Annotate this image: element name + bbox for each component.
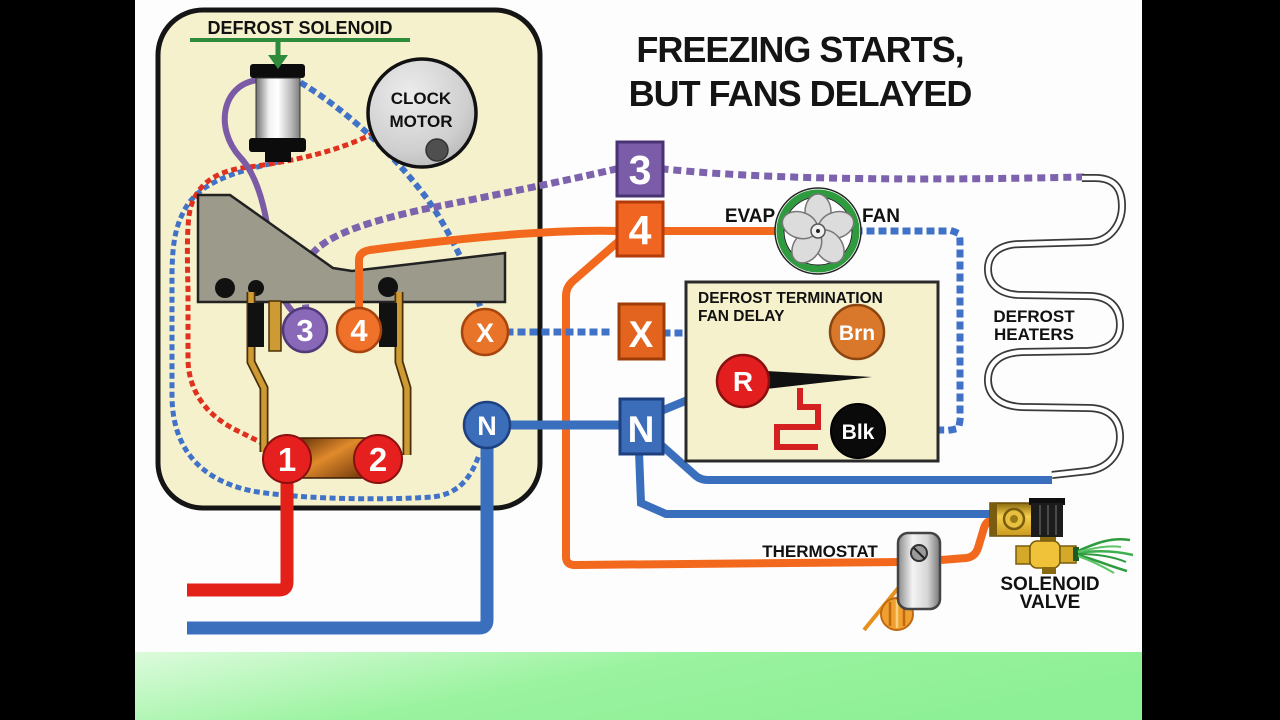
bus-terminal-n: N <box>618 397 665 456</box>
svg-text:3: 3 <box>296 313 313 348</box>
blue-valve-return-wire <box>635 451 991 518</box>
green-arrow-head-icon <box>268 55 288 69</box>
dotted-blue-fan-to-blk-wire <box>854 227 964 434</box>
evap-label: EVAP <box>725 206 776 227</box>
orange-terminal4-wire <box>355 226 619 309</box>
fan-delay-title-line1: DEFROST TERMINATION <box>698 290 883 307</box>
svg-text:X: X <box>476 318 494 348</box>
terminal-1-circle: 1 <box>262 434 312 484</box>
fan-label: FAN <box>862 206 900 227</box>
r-terminal-circle: R <box>715 353 771 409</box>
defrost-solenoid-label: DEFROST SOLENOID <box>207 18 392 38</box>
clock-motor-label-line2: MOTOR <box>390 112 453 131</box>
defrost-heaters-label-line1: DEFROST <box>993 307 1075 326</box>
svg-text:N: N <box>628 409 655 450</box>
svg-text:N: N <box>477 411 497 441</box>
contact-block-right <box>379 303 397 347</box>
svg-text:2: 2 <box>369 441 387 478</box>
cam-pivot-dot <box>215 278 235 298</box>
solenoid-valve-label-line1: SOLENOID <box>1000 574 1099 595</box>
contact-arm-right <box>396 292 410 455</box>
terminal-x-circle: X <box>460 307 510 357</box>
svg-text:X: X <box>629 314 654 355</box>
svg-text:1: 1 <box>278 441 296 478</box>
bottom-green-band <box>135 652 1142 720</box>
brn-terminal-circle: Brn <box>828 303 886 361</box>
cam-pivot-dot <box>378 277 398 297</box>
defrost-heaters-label-line2: HEATERS <box>994 325 1074 344</box>
svg-text:3: 3 <box>629 147 652 193</box>
dotted-red-motor-loop-wire <box>184 130 376 451</box>
defrost-solenoid-icon <box>249 64 306 162</box>
bus-terminal-3: 3 <box>615 140 665 198</box>
terminal-3-circle: 3 <box>281 306 329 354</box>
thermostat-icon <box>862 531 942 632</box>
svg-text:Brn: Brn <box>839 322 875 345</box>
svg-text:4: 4 <box>629 207 652 253</box>
terminal-4-circle: 4 <box>335 306 383 354</box>
bus-terminal-4: 4 <box>615 200 665 258</box>
svg-text:Blk: Blk <box>842 421 875 444</box>
terminal-n-circle: N <box>462 400 512 450</box>
clock-motor-icon <box>366 57 478 169</box>
bus-terminal-x: X <box>617 302 666 361</box>
dotted-purple-terminal3-wire <box>300 164 621 313</box>
blue-neutral-wire <box>187 445 494 635</box>
svg-text:R: R <box>733 366 753 397</box>
defrost-heater-coil-icon <box>983 174 1127 479</box>
clock-motor-label-line1: CLOCK <box>391 89 452 108</box>
svg-text:4: 4 <box>350 313 368 348</box>
thermostat-label: THERMOSTAT <box>762 542 878 561</box>
fan-delay-title-line2: FAN DELAY <box>698 308 785 325</box>
contact-block-left <box>248 303 264 347</box>
dotted-blue-neutral-loop-wire <box>169 158 484 502</box>
relay-needle <box>766 371 872 389</box>
valve-green-wires-icon <box>1073 538 1134 574</box>
relay-heater-element <box>774 388 821 450</box>
terminal-2-circle: 2 <box>353 434 403 484</box>
solenoid-valve-label-line2: VALVE <box>1020 592 1081 613</box>
orange-valve-wire <box>940 516 994 564</box>
solenoid-valve-icon <box>989 498 1134 574</box>
red-line1-wire <box>187 470 294 597</box>
blue-heater-return-wire <box>657 441 1052 484</box>
contact-strip-left <box>268 300 282 352</box>
page-title-line1: FREEZING STARTS, <box>636 29 963 70</box>
evap-fan-icon <box>774 187 862 275</box>
dotted-purple-heater-wire <box>660 165 1086 183</box>
blk-terminal-circle: Blk <box>830 403 886 459</box>
page-title-line2: BUT FANS DELAYED <box>629 73 972 114</box>
